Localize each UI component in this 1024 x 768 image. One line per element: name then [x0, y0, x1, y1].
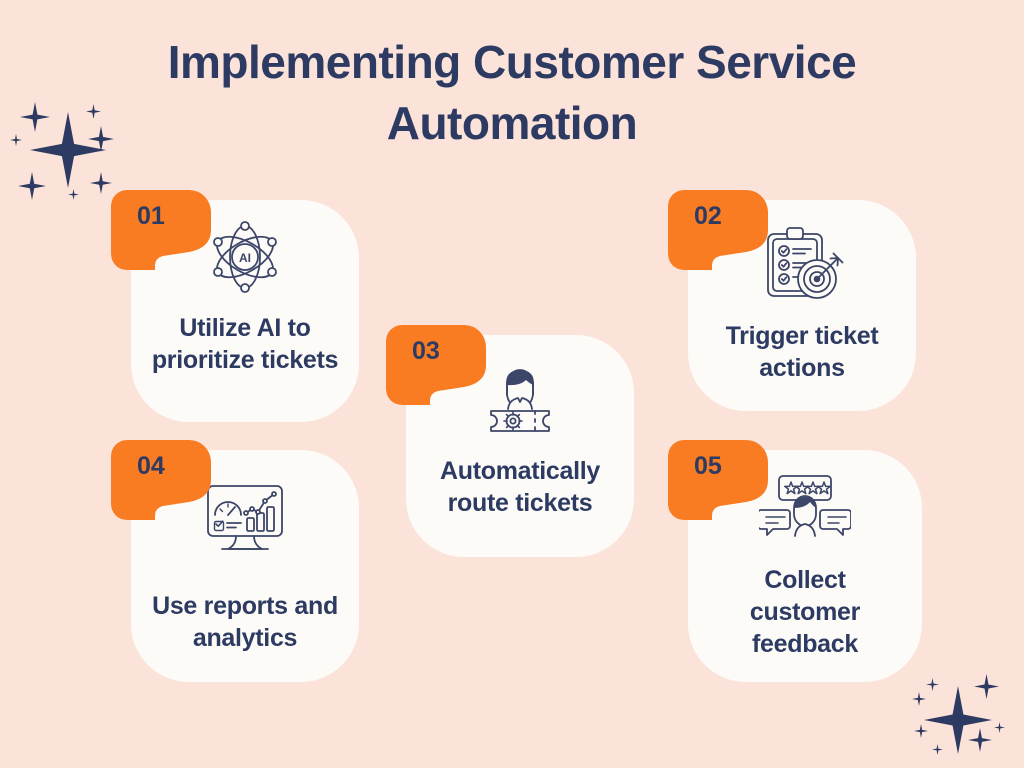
customer-feedback-stars-icon [759, 474, 851, 544]
clipboard-target-icon [759, 226, 845, 306]
monitor-analytics-icon [202, 482, 288, 554]
card-01-content: AI Utilize AI to prioritize tickets [131, 218, 359, 376]
card-03-label: Automatically route tickets [439, 457, 601, 517]
card-04[interactable]: Use reports and analytics 04 [131, 450, 359, 682]
sparkle-medium-icon [974, 674, 999, 699]
agent-ticket-gear-icon [477, 365, 563, 439]
sparkle-small-icon [932, 744, 943, 755]
sparkle-medium-icon [90, 172, 112, 194]
card-04-label: Use reports and analytics [152, 592, 338, 652]
card-04-content: Use reports and analytics [131, 482, 359, 654]
sparkle-small-icon [994, 722, 1005, 733]
card-03[interactable]: Automatically route tickets 03 [406, 335, 634, 557]
sparkle-large-icon [30, 112, 106, 188]
ai-atom-icon: AI [206, 218, 284, 296]
sparkle-small-icon [914, 724, 928, 738]
card-05[interactable]: Collect customer feedback 05 [688, 450, 922, 682]
card-03-content: Automatically route tickets [406, 365, 634, 519]
sparkle-medium-icon [18, 172, 46, 200]
sparkle-medium-icon [968, 728, 992, 752]
svg-text:AI: AI [239, 251, 251, 265]
card-01[interactable]: AI Utilize AI to prioritize tickets 01 [131, 200, 359, 422]
sparkle-cluster-bottom-right [900, 666, 1016, 766]
sparkle-medium-icon [20, 102, 50, 132]
card-05-content: Collect customer feedback [688, 474, 922, 660]
card-01-label: Utilize AI to prioritize tickets [151, 314, 339, 374]
card-05-number: 05 [694, 452, 722, 480]
sparkle-cluster-top-left [2, 88, 128, 204]
card-03-number: 03 [412, 337, 440, 365]
page-title: Implementing Customer Service Automation [167, 36, 857, 150]
card-02-content: Trigger ticket actions [688, 226, 916, 384]
sparkle-small-icon [68, 189, 79, 200]
card-04-number: 04 [137, 452, 165, 480]
sparkle-small-icon [926, 678, 939, 691]
card-02[interactable]: Trigger ticket actions 02 [688, 200, 916, 411]
sparkle-small-icon [10, 134, 22, 146]
sparkle-small-icon [912, 692, 926, 706]
card-02-number: 02 [694, 202, 722, 230]
card-01-number: 01 [137, 202, 165, 230]
card-05-label: Collect customer feedback [749, 566, 861, 658]
card-02-label: Trigger ticket actions [725, 322, 879, 382]
sparkle-small-icon [86, 104, 101, 119]
sparkle-large-icon [924, 686, 992, 754]
